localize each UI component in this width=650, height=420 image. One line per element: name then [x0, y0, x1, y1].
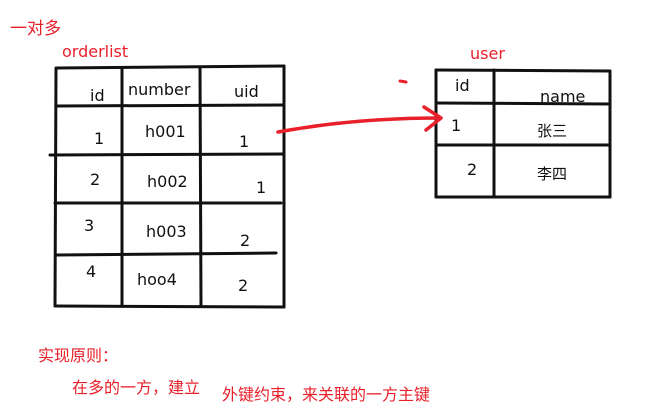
- orderlist-cell-uid: 2: [238, 276, 249, 295]
- user-table-lines: [434, 68, 612, 199]
- stray-mark: [398, 79, 408, 84]
- orderlist-cell-number: hoo4: [137, 270, 177, 289]
- relation-arrow: [276, 105, 443, 134]
- page-title: 一对多: [10, 19, 61, 39]
- notes-line-1: 在多的一方，建立: [72, 378, 201, 397]
- user-table-name: user: [470, 44, 505, 63]
- notes-heading: 实现原则：: [38, 346, 119, 365]
- orderlist-cell-number: h002: [147, 172, 188, 191]
- user-cell-name: 张三: [537, 122, 568, 140]
- user-header-id: id: [455, 76, 470, 95]
- orderlist-header-number: number: [128, 80, 191, 99]
- orderlist-cell-number: h001: [145, 122, 186, 141]
- orderlist-cell-id: 4: [86, 262, 97, 281]
- orderlist-table-name: orderlist: [62, 42, 129, 61]
- orderlist-cell-uid: 1: [256, 178, 267, 197]
- orderlist-cell-id: 3: [84, 216, 95, 235]
- orderlist-header-id: id: [90, 86, 105, 105]
- orderlist-cell-uid: 2: [240, 231, 251, 250]
- user-cell-id: 2: [467, 160, 478, 179]
- user-header-name: name: [540, 87, 586, 106]
- orderlist-cell-uid: 1: [239, 132, 250, 151]
- user-cell-name: 李四: [537, 165, 568, 183]
- orderlist-table-lines: [48, 64, 286, 309]
- notes-line-2: 外键约束，来关联的一方主键: [222, 385, 431, 404]
- user-cell-id: 1: [451, 116, 462, 135]
- orderlist-header-uid: uid: [234, 82, 259, 101]
- orderlist-cell-id: 2: [90, 170, 101, 189]
- orderlist-cell-id: 1: [94, 129, 105, 148]
- orderlist-cell-number: h003: [146, 222, 187, 241]
